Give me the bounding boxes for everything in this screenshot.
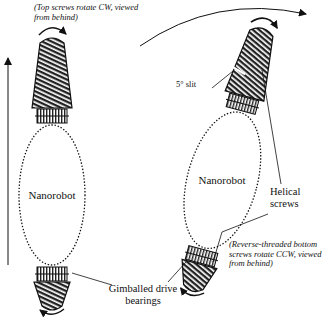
note-text: (Reverse-threaded bottom screws rotate C… <box>229 240 327 269</box>
slit-label: 5° slit <box>176 80 212 90</box>
screw-assembly <box>32 28 72 315</box>
body-label: Nanorobot <box>28 189 75 201</box>
body-outline <box>19 125 85 265</box>
part-label: Gimballed drive bearings <box>98 283 188 307</box>
robot-body: Nanorobot <box>182 110 263 250</box>
turn-arrow <box>140 8 306 46</box>
part-label: Helical screws <box>270 186 326 210</box>
slit <box>232 67 247 74</box>
motion-arrow <box>8 58 9 265</box>
robot-body: Nanorobot <box>17 123 87 267</box>
body-label: Nanorobot <box>198 174 245 186</box>
note-text: (Top screws rotate CW, viewed from behin… <box>34 3 152 22</box>
body-outline <box>170 103 274 256</box>
